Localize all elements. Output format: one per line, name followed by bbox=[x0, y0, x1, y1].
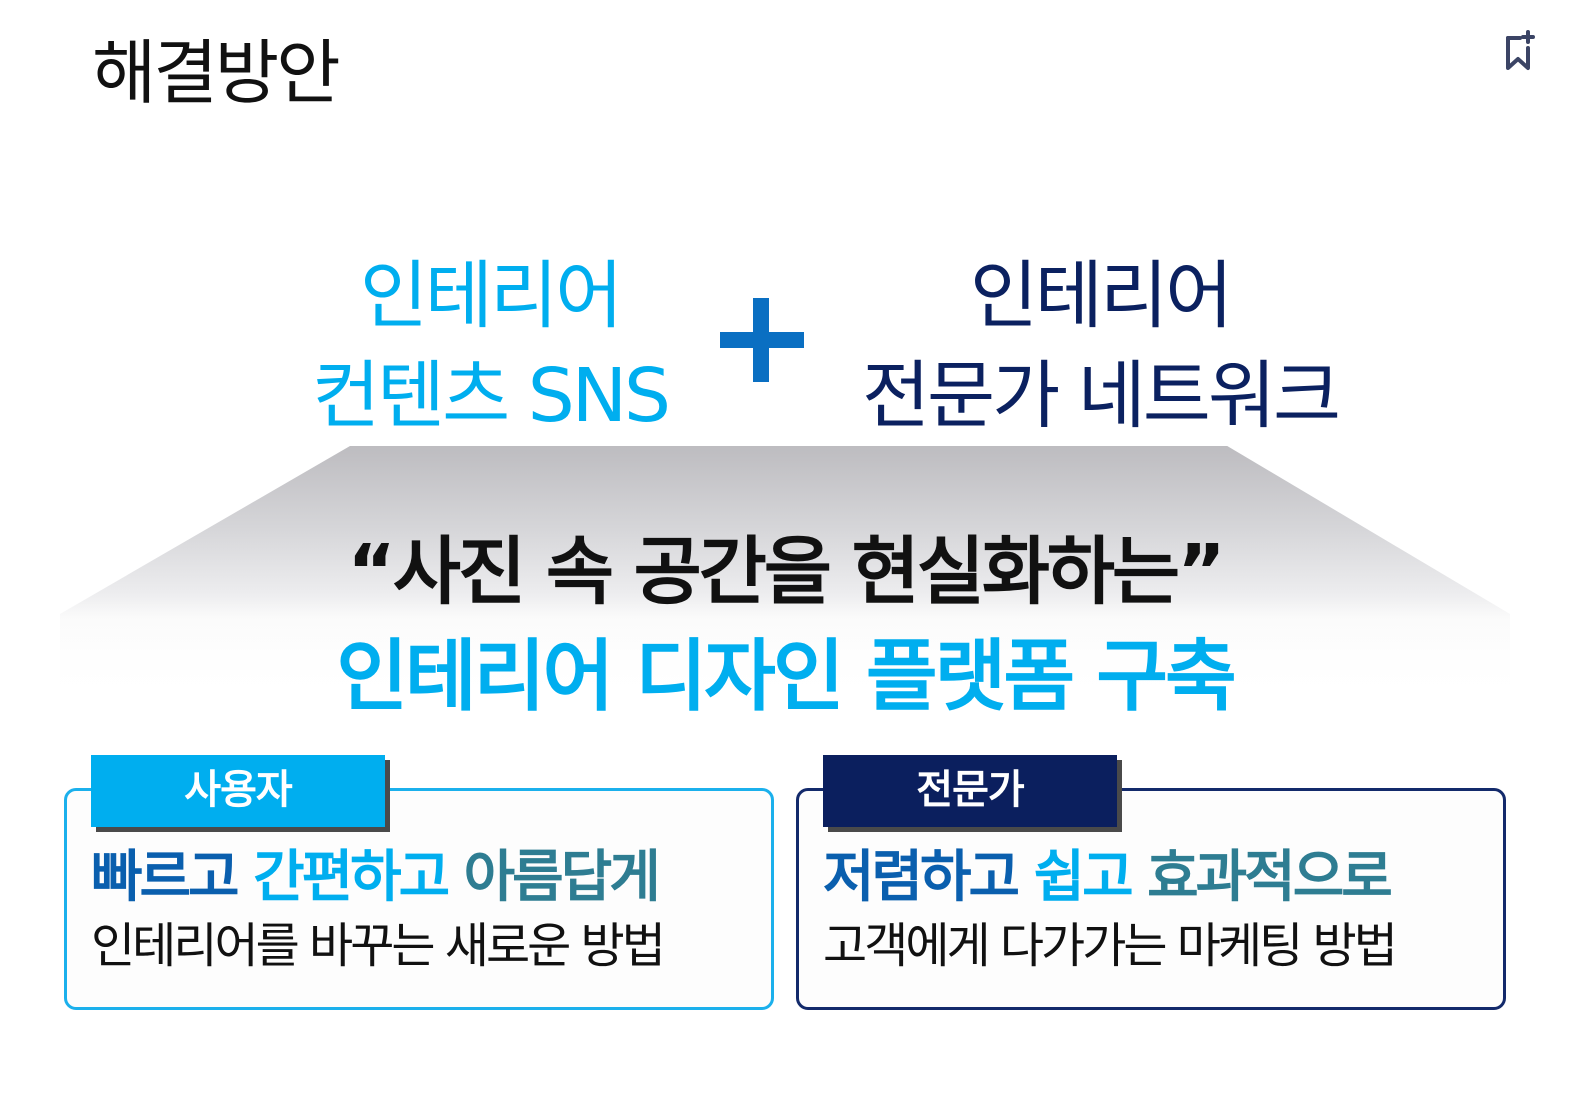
card-user: 사용자 빠르고 간편하고 아름답게 인테리어를 바꾸는 새로운 방법 bbox=[64, 755, 774, 1010]
headline-word: 간편하고 bbox=[253, 845, 450, 910]
bookmark-add-icon bbox=[1506, 30, 1535, 70]
headline-expert-network: 인테리어 전문가 네트워크 bbox=[820, 246, 1380, 446]
headline-word: 효과적으로 bbox=[1147, 845, 1393, 910]
slogan-main: 인테리어 디자인 플랫폼 구축 bbox=[336, 632, 1237, 722]
headline-right-line2: 전문가 네트워크 bbox=[861, 353, 1341, 439]
card-headline: 빠르고 간편하고 아름답게 bbox=[91, 843, 661, 913]
card-tag-expert: 전문가 bbox=[823, 755, 1117, 827]
headline-left-line2: 컨텐츠 SNS bbox=[311, 353, 671, 439]
card-headline: 저렴하고 쉽고 효과적으로 bbox=[823, 843, 1393, 913]
slogan-background-fade bbox=[0, 600, 1570, 740]
card-expert: 전문가 저렴하고 쉽고 효과적으로 고객에게 다가가는 마케팅 방법 bbox=[796, 755, 1506, 1010]
plus-icon bbox=[720, 298, 804, 382]
page-title: 해결방안 bbox=[92, 32, 341, 114]
slogan-quote: “사진 속 공간을 현실화하는” bbox=[347, 529, 1225, 615]
headline-content-sns: 인테리어 컨텐츠 SNS bbox=[250, 246, 730, 446]
headline-word: 빠르고 bbox=[91, 845, 240, 910]
card-description: 고객에게 다가가는 마케팅 방법 bbox=[823, 918, 1398, 974]
bookmark-add-button[interactable] bbox=[1500, 28, 1540, 76]
headline-left-line1: 인테리어 bbox=[359, 253, 623, 339]
headline-word: 아름답게 bbox=[463, 845, 661, 910]
headline-word: 저렴하고 bbox=[823, 845, 1020, 910]
card-tag-user: 사용자 bbox=[91, 755, 385, 827]
headline-word: 쉽고 bbox=[1033, 845, 1134, 910]
headline-right-line1: 인테리어 bbox=[969, 253, 1233, 339]
card-description: 인테리어를 바꾸는 새로운 방법 bbox=[91, 918, 666, 974]
